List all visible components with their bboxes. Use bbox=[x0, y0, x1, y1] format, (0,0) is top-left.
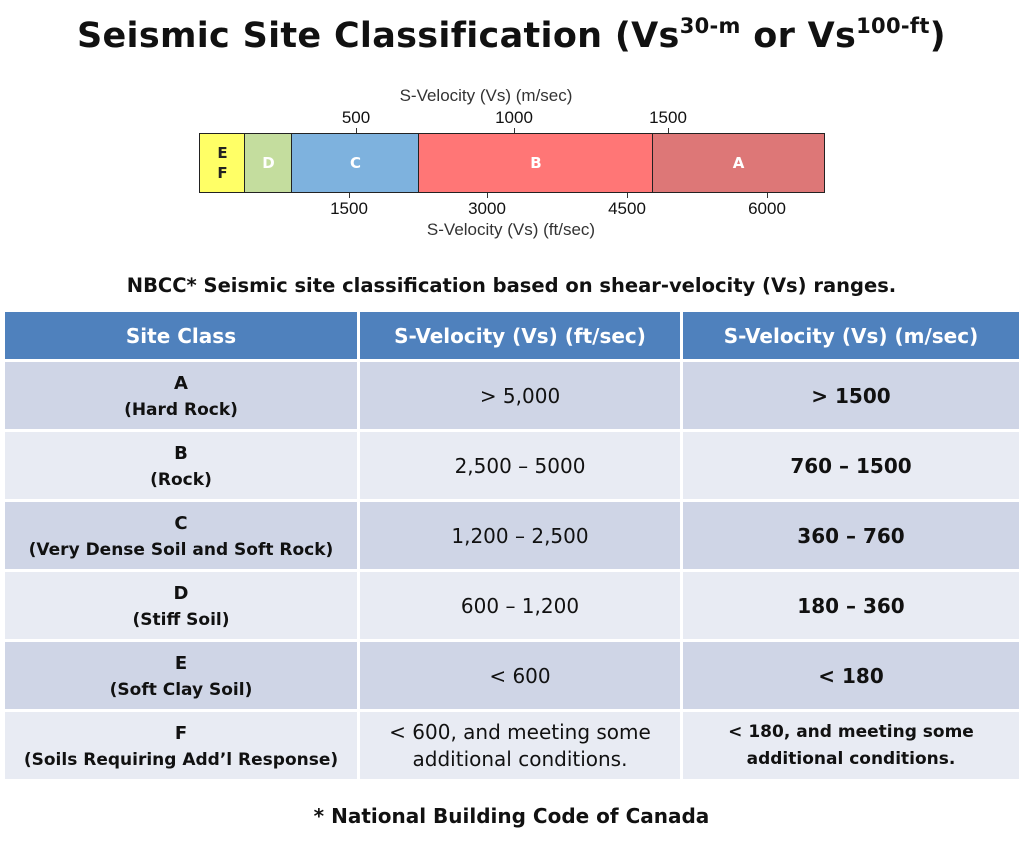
class-description: (Hard Rock) bbox=[124, 399, 238, 420]
velocity-m-cell: > 1500 bbox=[680, 359, 1022, 432]
bottom-axis-title: S-Velocity (Vs) (ft/sec) bbox=[426, 220, 596, 239]
header-velocity-ft: S-Velocity (Vs) (ft/sec) bbox=[357, 309, 683, 362]
velocity-ft-cell: 600 – 1,200 bbox=[357, 569, 683, 642]
velocity-ft-cell: > 5,000 bbox=[357, 359, 683, 432]
site-class-cell: F (Soils Requiring Add’l Response) bbox=[2, 709, 360, 782]
table-row: A (Hard Rock) > 5,000 > 1500 bbox=[2, 359, 1022, 432]
table-header-row: Site Class S-Velocity (Vs) (ft/sec) S-Ve… bbox=[2, 309, 1022, 362]
site-class-cell: C (Very Dense Soil and Soft Rock) bbox=[2, 499, 360, 572]
m-line-1: < 180, and meeting some bbox=[728, 721, 974, 742]
class-description: (Very Dense Soil and Soft Rock) bbox=[28, 539, 334, 560]
bottom-tick-mark bbox=[767, 193, 768, 198]
class-d-bar: D bbox=[244, 133, 293, 193]
classification-table: Site Class S-Velocity (Vs) (ft/sec) S-Ve… bbox=[2, 309, 1022, 782]
velocity-m-cell: 180 – 360 bbox=[680, 569, 1022, 642]
class-ef-bar: E F bbox=[199, 133, 246, 193]
bottom-tick-mark bbox=[487, 193, 488, 198]
table-row: E (Soft Clay Soil) < 600 < 180 bbox=[2, 639, 1022, 712]
velocity-ft-cell: 2,500 – 5000 bbox=[357, 429, 683, 502]
velocity-ft-cell: < 600 bbox=[357, 639, 683, 712]
class-f-label: F bbox=[217, 164, 228, 182]
class-b-label: B bbox=[530, 154, 542, 172]
table-caption: NBCC* Seismic site classification based … bbox=[126, 274, 897, 297]
class-d-label: D bbox=[262, 154, 275, 172]
class-description: (Rock) bbox=[150, 469, 212, 490]
class-c-label: C bbox=[349, 154, 361, 172]
velocity-m-cell: < 180, and meeting some additional condit… bbox=[680, 709, 1022, 782]
top-tick-mark bbox=[514, 128, 515, 133]
ft-line-1: < 600, and meeting some bbox=[389, 719, 651, 744]
velocity-m-cell: 760 – 1500 bbox=[680, 429, 1022, 502]
table-row: D (Stiff Soil) 600 – 1,200 180 – 360 bbox=[2, 569, 1022, 642]
class-e-label: E bbox=[217, 144, 228, 162]
class-a-label: A bbox=[732, 154, 745, 172]
bottom-tick-label: 4500 bbox=[608, 199, 646, 218]
velocity-m-cell: 360 – 760 bbox=[680, 499, 1022, 572]
table-row: F (Soils Requiring Add’l Response) < 600,… bbox=[2, 709, 1022, 782]
top-tick-label: 1000 bbox=[495, 108, 533, 127]
bottom-tick-mark bbox=[349, 193, 350, 198]
header-site-class: Site Class bbox=[2, 309, 360, 362]
class-b-bar: B bbox=[418, 133, 654, 193]
header-velocity-m: S-Velocity (Vs) (m/sec) bbox=[680, 309, 1022, 362]
class-c-bar: C bbox=[291, 133, 420, 193]
site-class-cell: D (Stiff Soil) bbox=[2, 569, 360, 642]
class-letter: B bbox=[174, 442, 188, 464]
page-title: Seismic Site Classification (Vs30-m or V… bbox=[77, 14, 946, 56]
ft-line-2: additional conditions. bbox=[412, 746, 628, 771]
top-tick-label: 1500 bbox=[649, 108, 687, 127]
bottom-tick-mark bbox=[627, 193, 628, 198]
top-axis-title: S-Velocity (Vs) (m/sec) bbox=[399, 86, 573, 105]
class-letter: A bbox=[174, 372, 188, 394]
bottom-tick-label: 1500 bbox=[330, 199, 368, 218]
table-row: B (Rock) 2,500 – 5000 760 – 1500 bbox=[2, 429, 1022, 502]
table-row: C (Very Dense Soil and Soft Rock) 1,200 –… bbox=[2, 499, 1022, 572]
class-description: (Soft Clay Soil) bbox=[109, 679, 253, 700]
bottom-tick-label: 3000 bbox=[468, 199, 506, 218]
top-tick-mark bbox=[356, 128, 357, 133]
top-tick-label: 500 bbox=[341, 108, 371, 127]
site-class-cell: B (Rock) bbox=[2, 429, 360, 502]
class-description: (Soils Requiring Add’l Response) bbox=[23, 749, 339, 770]
class-letter: C bbox=[174, 512, 188, 534]
velocity-scale-diagram: S-Velocity (Vs) (m/sec) 500 1000 1500 E … bbox=[196, 82, 836, 247]
class-a-bar: A bbox=[652, 133, 825, 193]
class-description: (Stiff Soil) bbox=[132, 609, 230, 630]
site-class-cell: A (Hard Rock) bbox=[2, 359, 360, 432]
class-letter: F bbox=[174, 722, 188, 744]
site-class-cell: E (Soft Clay Soil) bbox=[2, 639, 360, 712]
top-tick-mark bbox=[668, 128, 669, 133]
class-letter: E bbox=[174, 652, 188, 674]
velocity-m-cell: < 180 bbox=[680, 639, 1022, 712]
bottom-tick-label: 6000 bbox=[748, 199, 786, 218]
velocity-ft-cell: 1,200 – 2,500 bbox=[357, 499, 683, 572]
footnote: * National Building Code of Canada bbox=[313, 804, 710, 828]
m-line-2: additional conditions. bbox=[746, 748, 956, 769]
class-letter: D bbox=[173, 582, 189, 604]
